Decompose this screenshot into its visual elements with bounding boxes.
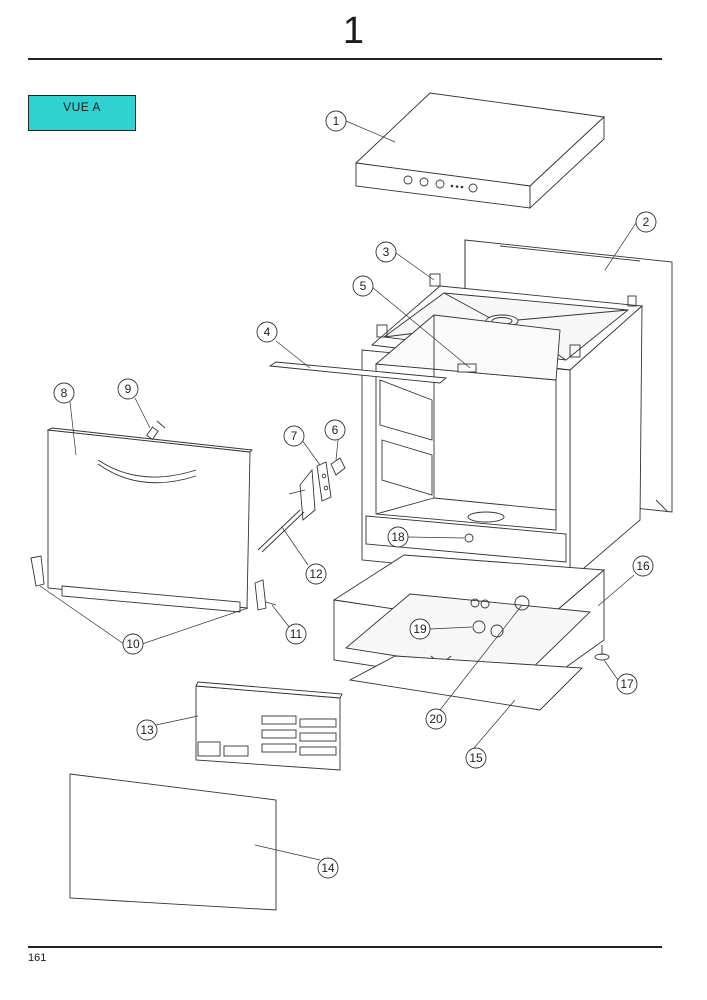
part-bracket — [457, 363, 477, 373]
svg-text:6: 6 — [332, 423, 339, 437]
svg-text:15: 15 — [469, 751, 483, 765]
part-door — [46, 427, 253, 613]
part-front-panel — [69, 773, 277, 911]
callout-8: 8 — [53, 382, 75, 404]
callout-7: 7 — [283, 425, 305, 447]
svg-text:3: 3 — [383, 245, 390, 259]
part-control-panel — [195, 681, 343, 771]
svg-text:11: 11 — [290, 627, 303, 641]
page-header-number: 1 — [342, 10, 365, 52]
svg-text:16: 16 — [636, 559, 650, 573]
svg-text:19: 19 — [413, 622, 427, 636]
part-top-cover — [355, 92, 605, 210]
callout-leaders — [39, 120, 637, 861]
callout-17: 17 — [616, 673, 638, 695]
svg-text:8: 8 — [61, 386, 68, 400]
callout-3: 3 — [375, 241, 397, 263]
part-bottom-plate — [348, 655, 584, 711]
svg-text:4: 4 — [264, 325, 271, 339]
svg-text:17: 17 — [620, 677, 634, 691]
callout-9: 9 — [117, 378, 139, 400]
callout-16: 16 — [632, 555, 654, 577]
svg-text:1: 1 — [333, 114, 340, 128]
part-pin — [265, 601, 277, 606]
callout-15: 15 — [465, 747, 487, 769]
svg-text:14: 14 — [321, 861, 335, 875]
svg-text:10: 10 — [126, 637, 140, 651]
part-cabinet-body — [361, 273, 644, 581]
part-block — [330, 457, 346, 476]
part-rail — [268, 361, 448, 384]
svg-text:2: 2 — [643, 215, 650, 229]
callout-6: 6 — [324, 419, 346, 441]
callouts: 1 2 3 4 5 6 7 8 9 10 11 12 13 14 15 16 1… — [53, 110, 657, 879]
callout-18: 18 — [387, 526, 409, 548]
part-hinge-assembly — [257, 461, 332, 553]
svg-text:18: 18 — [391, 530, 405, 544]
svg-text:20: 20 — [429, 712, 443, 726]
part-door-hinges — [30, 555, 267, 611]
svg-text:12: 12 — [309, 567, 323, 581]
callout-5: 5 — [352, 275, 374, 297]
callout-12: 12 — [305, 563, 327, 585]
callout-13: 13 — [136, 719, 158, 741]
part-adjustable-foot — [594, 645, 610, 661]
part-screw — [146, 420, 166, 441]
callout-4: 4 — [256, 321, 278, 343]
svg-text:7: 7 — [291, 429, 298, 443]
callout-2: 2 — [635, 211, 657, 233]
view-label: VUE A — [28, 95, 136, 131]
callout-1: 1 — [325, 110, 347, 132]
footer-rule — [28, 946, 662, 948]
footer-page-number: 161 — [28, 952, 47, 964]
callout-19: 19 — [409, 618, 431, 640]
callout-14: 14 — [317, 857, 339, 879]
svg-text:9: 9 — [125, 382, 132, 396]
svg-text:5: 5 — [360, 279, 367, 293]
header-rule — [28, 58, 662, 60]
callout-11: 11 — [285, 623, 307, 645]
callout-20: 20 — [425, 708, 447, 730]
svg-text:13: 13 — [140, 723, 154, 737]
callout-10: 10 — [122, 633, 144, 655]
